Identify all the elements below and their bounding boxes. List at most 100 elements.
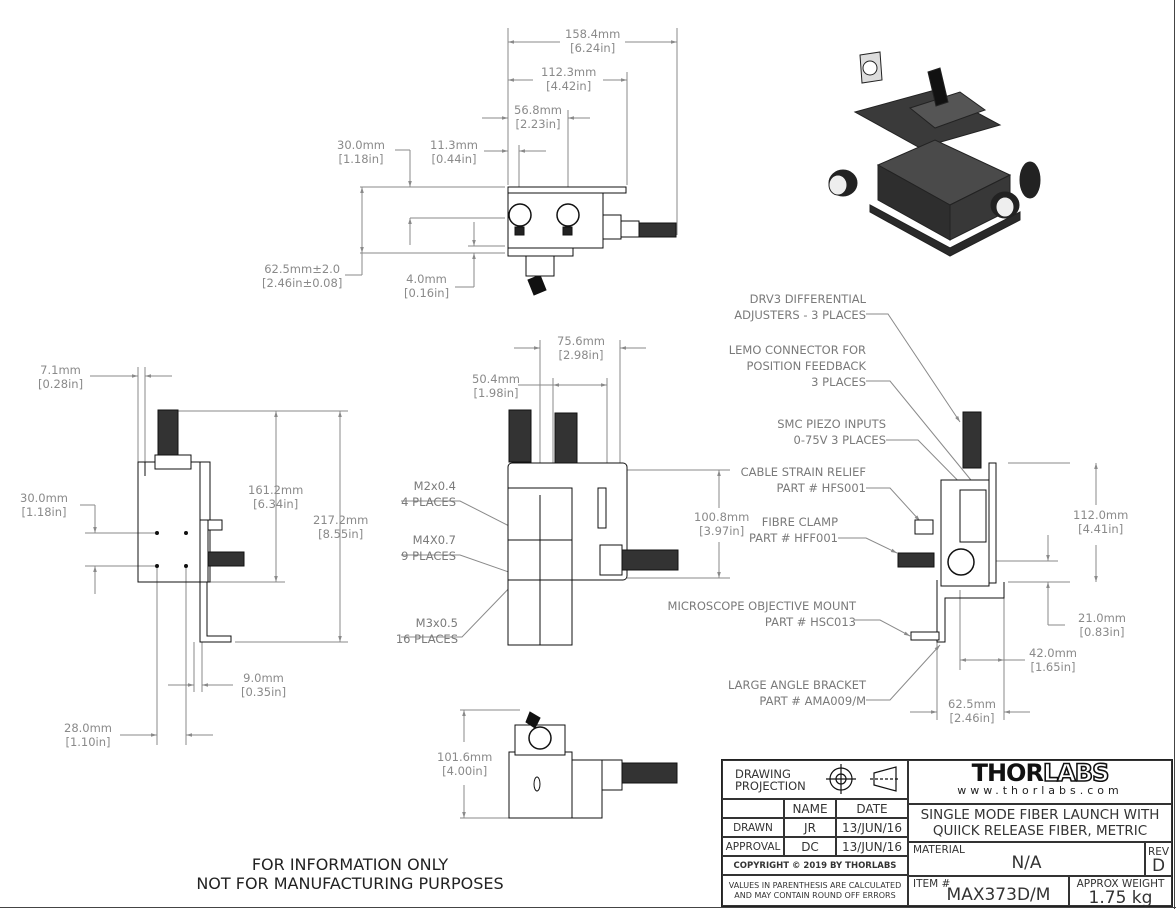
dim-mm: 30.0mm bbox=[337, 138, 386, 152]
callout-line: PART # AMA009/M bbox=[759, 694, 866, 708]
copyright: COPYRIGHT © 2019 BY THORLABS bbox=[722, 856, 908, 875]
item-value: MAX373D/M bbox=[946, 885, 1051, 905]
drawn-date: 13/JUN/16 bbox=[836, 818, 908, 837]
dim-mm: 56.8mm bbox=[514, 103, 563, 117]
dim-mm: 62.5mm±2.0 bbox=[264, 262, 341, 276]
dim-in: [1.18in] bbox=[21, 505, 67, 519]
callout-line: M3x0.5 bbox=[415, 616, 458, 630]
callout-line: PART # HFS001 bbox=[776, 481, 866, 495]
dim-in: [2.46in±0.08] bbox=[262, 276, 343, 290]
dim-42: 42.0mm[1.65in] bbox=[1029, 646, 1077, 674]
callout-line: FIBRE CLAMP bbox=[761, 515, 838, 529]
third-angle-projection-icon bbox=[826, 764, 900, 794]
dim-in: [0.28in] bbox=[38, 377, 84, 391]
sheet-border-right bbox=[1173, 0, 1175, 909]
dim-mm: 158.4mm bbox=[565, 27, 621, 41]
col-header-date: DATE bbox=[836, 799, 908, 818]
callout-line: ADJUSTERS - 3 PLACES bbox=[734, 308, 866, 322]
website: www.thorlabs.com bbox=[957, 784, 1123, 797]
title-line: QUIICK RELEASE FIBER, METRIC bbox=[932, 823, 1148, 839]
material-cell: MATERIAL N/A bbox=[908, 842, 1145, 876]
rev-value: D bbox=[1151, 856, 1166, 876]
callout-line: LEMO CONNECTOR FOR bbox=[728, 343, 866, 357]
dim-in: [6.34in] bbox=[253, 497, 299, 511]
dim-mm: 4.0mm bbox=[406, 272, 447, 286]
title-line: SINGLE MODE FIBER LAUNCH WITH bbox=[920, 807, 1160, 823]
dim-mm: 42.0mm bbox=[1029, 646, 1078, 660]
dim-112: 112.0mm[4.41in] bbox=[1073, 508, 1128, 536]
information-notice: FOR INFORMATION ONLY NOT FOR MANUFACTURI… bbox=[160, 855, 540, 893]
dim-101: 101.6mm[4.00in] bbox=[437, 750, 492, 778]
dim-mm: 9.0mm bbox=[243, 671, 284, 685]
dim-mm: 7.1mm bbox=[40, 363, 81, 377]
callout-drv3-adjusters: DRV3 DIFFERENTIAL ADJUSTERS - 3 PLACES bbox=[700, 291, 866, 323]
bottom-view-body bbox=[508, 751, 573, 819]
dim-mm: 62.5mm bbox=[948, 697, 997, 711]
dim-in: [0.44in] bbox=[431, 152, 477, 166]
dim-in: [4.00in] bbox=[442, 764, 488, 778]
weight-label: APPROX WEIGHT bbox=[1076, 878, 1165, 890]
weight-value: 1.75 kg bbox=[1088, 888, 1153, 908]
callout-line: SMC PIEZO INPUTS bbox=[777, 417, 886, 431]
disclaimer-line: AND MAY CONTAIN ROUND OFF ERRORS bbox=[734, 890, 896, 900]
title-block: DRAWING PROJECTION NAME DATE DRAWN JR 13… bbox=[721, 759, 1173, 907]
logo-solid: THOR bbox=[971, 759, 1044, 787]
approval-name: DC bbox=[784, 837, 836, 856]
dim-overall-width: 158.4mm[6.24in] bbox=[565, 27, 620, 55]
dim-50: 50.4mm[1.98in] bbox=[472, 372, 520, 400]
material-value: N/A bbox=[1011, 853, 1042, 873]
dim-in: [4.41in] bbox=[1078, 522, 1124, 536]
callout-line: M4X0.7 bbox=[412, 533, 456, 547]
dim-mm: 11.3mm bbox=[430, 138, 479, 152]
dim-mm: 112.3mm bbox=[541, 65, 597, 79]
dim-in: [0.16in] bbox=[404, 286, 450, 300]
callout-m2-thread: M2x0.4 4 PLACES bbox=[388, 478, 456, 510]
callout-line: 0-75V 3 PLACES bbox=[793, 433, 886, 447]
dim-100: 100.8mm[3.97in] bbox=[694, 510, 749, 538]
dim-in: [2.46in] bbox=[949, 711, 995, 725]
sheet-border-bottom bbox=[0, 906, 1176, 908]
dim-in: [1.10in] bbox=[65, 735, 111, 749]
dim-mm: 217.2mm bbox=[313, 513, 369, 527]
callout-line: 16 PLACES bbox=[395, 632, 458, 646]
notice-line: NOT FOR MANUFACTURING PURPOSES bbox=[196, 874, 504, 893]
callout-line: MICROSCOPE OBJECTIVE MOUNT bbox=[667, 599, 856, 613]
approval-date: 13/JUN/16 bbox=[836, 837, 908, 856]
dim-in: [6.24in] bbox=[570, 41, 616, 55]
dim-width-112: 112.3mm[4.42in] bbox=[541, 65, 596, 93]
dim-in: [2.98in] bbox=[558, 348, 604, 362]
callout-line: M2x0.4 bbox=[413, 479, 456, 493]
dim-mm: 75.6mm bbox=[557, 334, 606, 348]
dim-in: [8.55in] bbox=[318, 527, 364, 541]
projection-label: DRAWING bbox=[735, 766, 791, 781]
dim-mm: 101.6mm bbox=[437, 750, 493, 764]
dim-in: [0.83in] bbox=[1079, 625, 1125, 639]
logo-outline: LABS bbox=[1042, 759, 1110, 787]
callout-line: PART # HFF001 bbox=[748, 531, 838, 545]
callout-line: 4 PLACES bbox=[401, 495, 456, 509]
dim-mm: 112.0mm bbox=[1073, 508, 1129, 522]
dim-75: 75.6mm[2.98in] bbox=[557, 334, 605, 362]
dim-in: [1.65in] bbox=[1030, 660, 1076, 674]
dim-161: 161.2mm[6.34in] bbox=[248, 483, 303, 511]
disclaimer: VALUES IN PARENTHESIS ARE CALCULATED AND… bbox=[722, 875, 908, 906]
rev-label: REV bbox=[1147, 846, 1170, 858]
weight-cell: APPROX WEIGHT 1.75 kg bbox=[1069, 876, 1172, 908]
dim-height-4: 4.0mm[0.16in] bbox=[404, 272, 449, 300]
dim-offset-11: 11.3mm[0.44in] bbox=[430, 138, 478, 166]
callout-smc-piezo: SMC PIEZO INPUTS 0-75V 3 PLACES bbox=[720, 416, 886, 448]
drawn-label: DRAWN bbox=[722, 818, 784, 837]
dim-7: 7.1mm[0.28in] bbox=[38, 363, 83, 391]
thorlabs-logo: THORLABS bbox=[972, 760, 1111, 786]
dim-in: [1.98in] bbox=[473, 386, 519, 400]
projection-label: PROJECTION bbox=[735, 778, 806, 793]
dim-in: [3.97in] bbox=[699, 524, 745, 538]
callout-fibre-clamp: FIBRE CLAMP PART # HFF001 bbox=[700, 514, 838, 546]
callout-line: DRV3 DIFFERENTIAL bbox=[749, 292, 866, 306]
item-label: ITEM # bbox=[913, 878, 951, 890]
